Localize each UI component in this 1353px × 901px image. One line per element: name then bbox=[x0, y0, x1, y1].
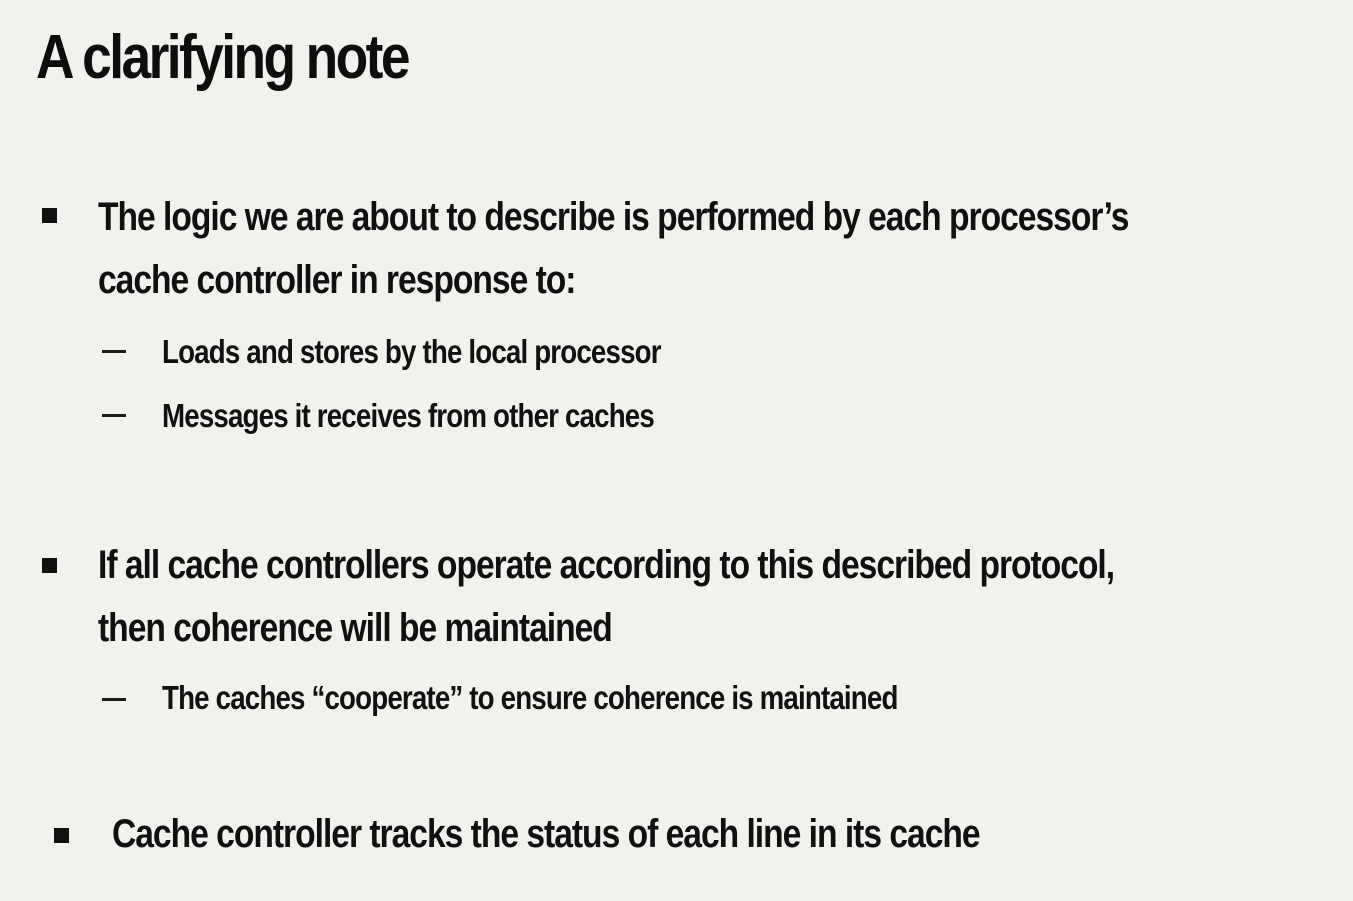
bullet-line: cache controller in response to: bbox=[98, 258, 576, 302]
dash-bullet-icon bbox=[102, 414, 126, 417]
square-bullet-icon bbox=[42, 558, 57, 573]
dash-bullet-icon bbox=[102, 698, 126, 701]
sub-bullet-text: Messages it receives from other caches bbox=[162, 397, 655, 434]
square-bullet-icon bbox=[42, 208, 57, 223]
bullet-line: then coherence will be maintained bbox=[98, 606, 613, 650]
sub-bullet-text: The caches “cooperate” to ensure coheren… bbox=[162, 679, 898, 716]
bullet-line: If all cache controllers operate accordi… bbox=[98, 543, 1115, 587]
bullet-text: The logic we are about to describe is pe… bbox=[98, 186, 1129, 312]
slide-title: A clarifying note bbox=[36, 23, 410, 92]
dash-bullet-icon bbox=[102, 350, 126, 353]
bullet-text: Cache controller tracks the status of ea… bbox=[112, 803, 981, 866]
bullet-line: The logic we are about to describe is pe… bbox=[98, 195, 1129, 239]
square-bullet-icon bbox=[54, 828, 69, 843]
bullet-line: Cache controller tracks the status of ea… bbox=[112, 812, 981, 856]
bullet-text: If all cache controllers operate accordi… bbox=[98, 534, 1115, 660]
sub-bullet-text: Loads and stores by the local processor bbox=[162, 333, 662, 370]
